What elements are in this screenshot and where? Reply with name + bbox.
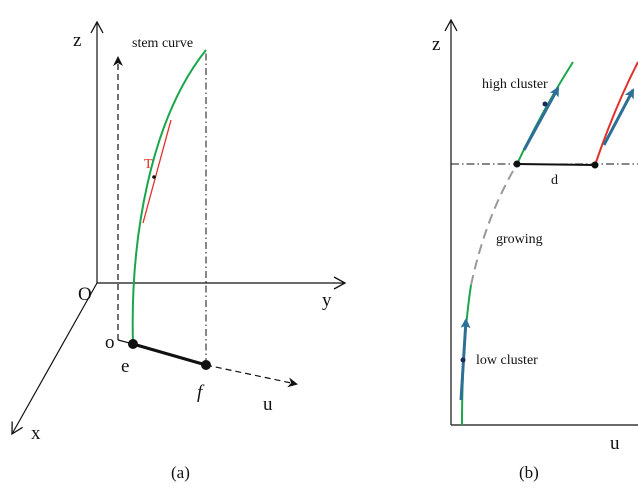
high-cluster-base-point: [513, 160, 521, 168]
tangent-line: [142, 119, 172, 224]
shifted-red-curve: [594, 61, 638, 166]
label-u-b: u: [610, 433, 620, 454]
label-u-a: u: [263, 394, 273, 415]
label-low-cluster: low cluster: [476, 353, 538, 368]
tangent-point: [152, 175, 156, 179]
stem-curve: [131, 49, 207, 345]
u-axis-dashed: [205, 364, 298, 388]
label-e: e: [121, 356, 129, 377]
direction-arrow-high: [522, 86, 560, 151]
label-growing: growing: [496, 232, 543, 247]
x-axis-a: [11, 282, 98, 436]
label-z-a: z: [73, 30, 81, 51]
label-d: d: [551, 173, 558, 188]
label-T: T: [144, 157, 153, 172]
high-cluster-dot: [542, 101, 548, 107]
distance-d-segment: [516, 163, 596, 166]
low-cluster-dot: [460, 357, 466, 363]
growing-curve: [470, 163, 518, 286]
label-o: o: [105, 332, 115, 353]
label-O: O: [78, 284, 92, 305]
label-high-cluster: high cluster: [482, 77, 548, 92]
panel-b: z high cluster d growing low cluster u (…: [432, 18, 638, 482]
label-f: f: [197, 382, 205, 403]
label-z-b: z: [432, 34, 440, 55]
direction-arrow-shifted: [602, 88, 635, 146]
panel-a: z stem curve T O y o e f u x (a): [11, 20, 347, 482]
label-stem-curve: stem curve: [132, 36, 193, 51]
point-f: [201, 360, 211, 370]
ef-segment: [132, 342, 207, 367]
caption-b: (b): [519, 463, 539, 482]
caption-a: (a): [171, 463, 190, 482]
shifted-base-point: [591, 161, 599, 169]
point-e: [128, 339, 138, 349]
label-y: y: [322, 290, 332, 311]
label-x: x: [31, 423, 41, 444]
